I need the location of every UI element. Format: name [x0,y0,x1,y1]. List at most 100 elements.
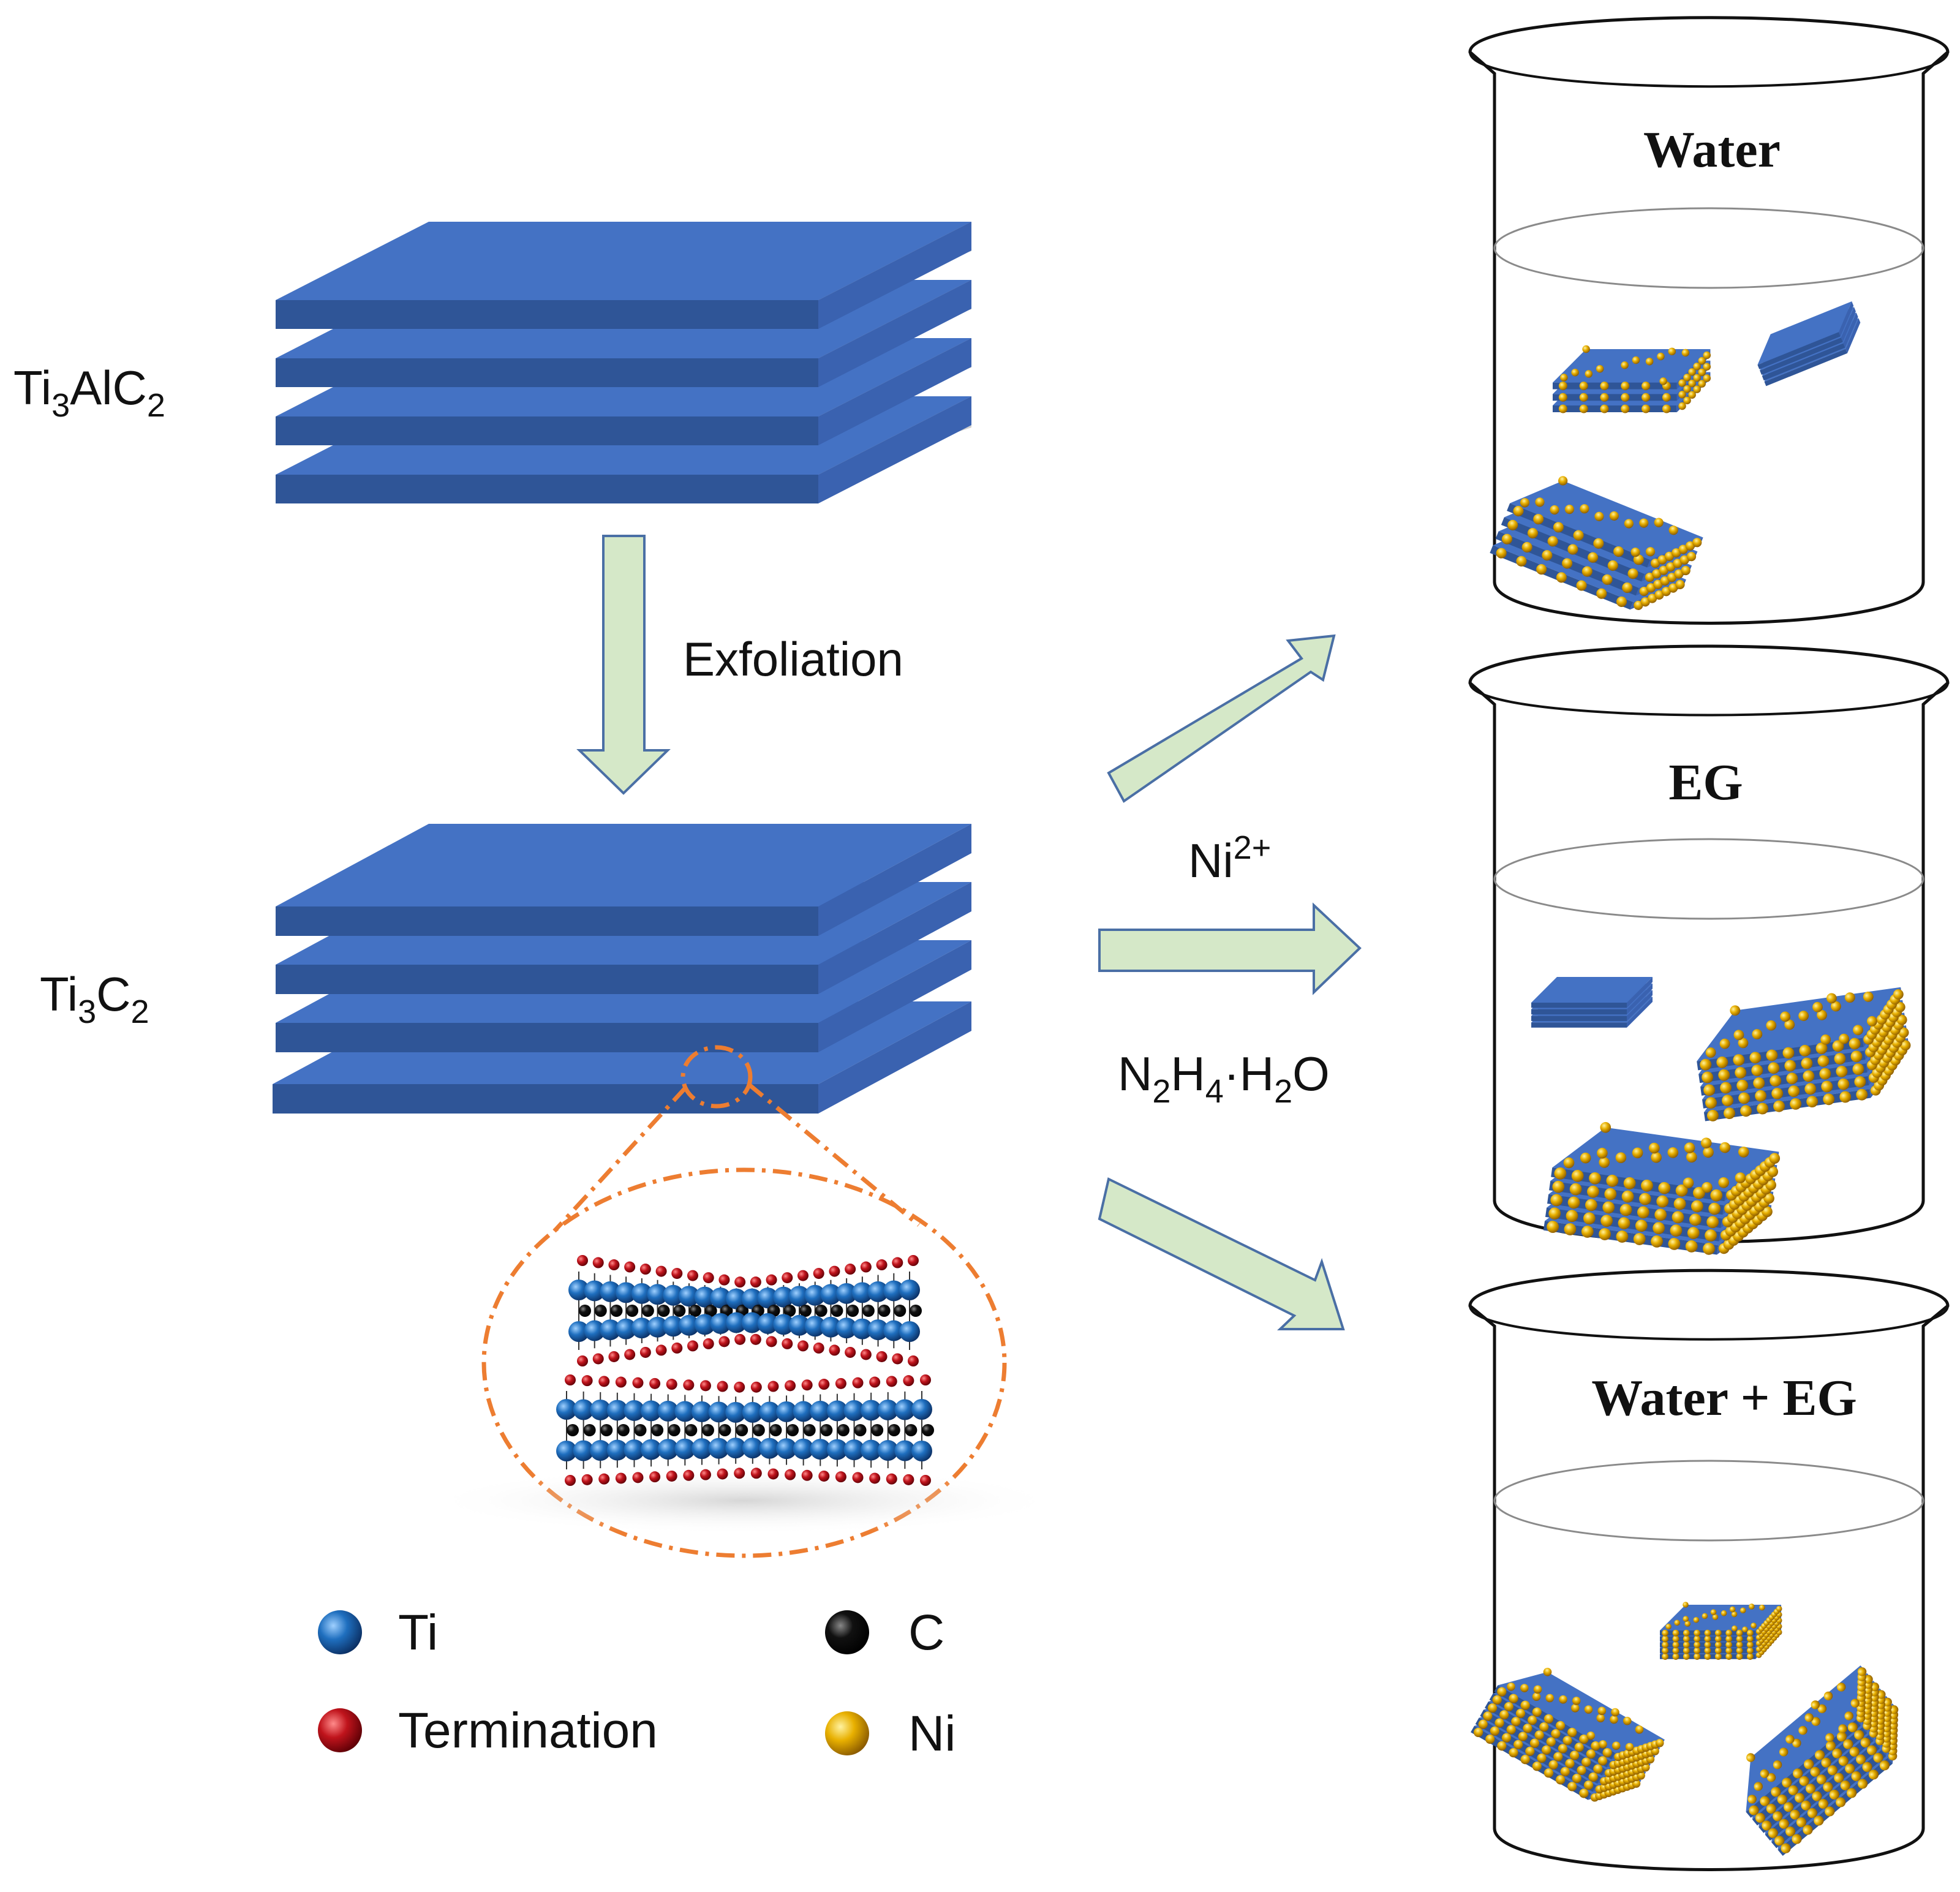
ni-particle [1668,526,1678,535]
c-atom [689,1305,701,1317]
atomic-structure [426,1255,1063,1534]
ni-particle [1674,569,1684,579]
ni-particle [1817,1704,1827,1713]
termination-atom [785,1380,796,1392]
ni-particle [1634,600,1643,610]
ti-atom [624,1439,645,1461]
ni-particle [1487,1703,1498,1713]
ni-particle [1836,1732,1847,1742]
ni-particle [1542,550,1553,561]
ni-particle [1718,1177,1729,1188]
ni-particle [1492,1695,1502,1705]
ni-particle [1600,1121,1611,1133]
ni-particle [1581,566,1593,577]
c-atom [815,1305,827,1317]
ni-particle [1642,382,1651,391]
termination-atom [829,1265,840,1277]
termination-atom [639,1264,651,1275]
ni-particle [1662,1629,1669,1637]
termination-atom [683,1469,695,1481]
ni-particle [1560,374,1568,382]
ti-atom [894,1399,916,1420]
ni-particle [1602,1748,1612,1758]
termination-atom [734,1381,745,1393]
ni-particle [1525,1746,1535,1757]
ni-particle [1725,1635,1733,1643]
ni-particle [1544,1714,1554,1724]
ni-particle [1753,1077,1765,1089]
structure-shadow [426,1467,1063,1534]
ni-particle [1662,1641,1669,1648]
ti-atom [836,1283,858,1304]
ni-particle [1703,374,1711,382]
ni-particle [1668,583,1678,593]
ni-particle [1736,1647,1743,1654]
ni-particle [1694,1629,1701,1637]
ni-particle [1862,1762,1872,1772]
ni-particle [1900,1040,1911,1051]
ni-particle [1746,1641,1754,1648]
ni-particle [1583,1212,1596,1225]
ni-particle [1712,1614,1719,1620]
ni-particle [1694,1635,1701,1643]
ni-particle [1777,1794,1787,1804]
ni-particle [1602,574,1613,585]
ni-particle [1632,356,1640,364]
ni-particle [1725,1653,1733,1660]
ni-particle [1703,1084,1716,1096]
mxene-flake [1757,301,1861,386]
ni-particle [1725,1641,1733,1648]
ni-particle [1718,1069,1730,1081]
mxene-label: Ti3C2 [40,967,149,1030]
ti3c2-layer [276,222,971,329]
ti-atom [867,1281,889,1302]
ni-particle [1529,1738,1540,1748]
ni-particle [1710,1609,1717,1615]
termination-atom [785,1469,796,1480]
ti-atom [631,1317,652,1339]
ni-particle [1733,1030,1744,1041]
ni-particle [1645,572,1654,582]
termination-atom [750,1381,762,1393]
ni-particle [1599,1228,1611,1240]
ni-particle [1678,379,1686,387]
ti-atom [851,1282,873,1303]
ni-particle [1600,393,1609,402]
ti-atom [725,1401,747,1423]
ni-particle [1693,374,1701,382]
ni-particle [1693,1616,1700,1623]
c-atom [769,1424,782,1436]
ni-particle [1825,1733,1834,1743]
ni-particle [1825,1741,1836,1751]
ni-particle [1496,548,1507,559]
ni-particle [1639,586,1649,597]
ni-particle [1621,1190,1634,1203]
ti-atom [776,1438,797,1460]
ni-particle [1569,1183,1582,1196]
ni-particle [1653,1222,1665,1235]
ni-particle [1812,1001,1823,1012]
ni-particle [1729,1606,1736,1613]
termination-atom [565,1475,576,1486]
ni-particle [1851,1771,1861,1782]
ti-atom [810,1400,831,1422]
ni-particle [1630,548,1640,557]
ni-particle [1803,1825,1813,1835]
c-atom [579,1305,591,1317]
ni-particle [1645,357,1654,366]
termination-atom [767,1468,779,1480]
ni-particle [1585,370,1593,378]
ti-atom [861,1439,882,1461]
ni-particle [1736,1653,1743,1660]
ni-particle [1811,1700,1820,1709]
ni-particle [1754,1782,1763,1791]
ni-particle [1685,541,1695,551]
ni-particle [1586,1749,1596,1759]
termination-atom-icon [318,1708,362,1752]
ni-particle [1672,1635,1679,1643]
ti-atom [679,1314,699,1336]
ni-particle [1716,1056,1728,1068]
ni-particle [1586,1731,1596,1740]
termination-atom [886,1376,897,1387]
